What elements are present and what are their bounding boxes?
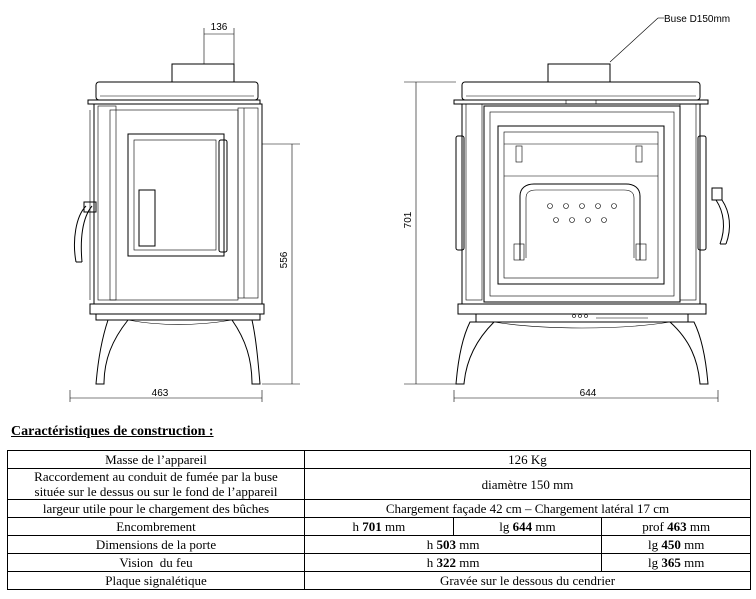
door-h-value: 503 — [436, 537, 457, 552]
fire-view-lg-value: 365 — [661, 555, 681, 570]
fire-view-h-prefix: h — [426, 555, 437, 570]
footprint-lg-value: 644 — [512, 519, 533, 534]
footprint-prof-unit: mm — [686, 519, 711, 534]
front-handle — [711, 187, 723, 201]
table-row: Masse de l’appareil 126 Kg — [7, 450, 751, 469]
table-row: Vision du feu h 322 mm lg 365 mm — [7, 553, 751, 572]
front-leg-right — [668, 321, 709, 385]
flue-label: Buse D150mm — [664, 14, 730, 25]
table-row: largeur utile pour le chargement des bûc… — [7, 499, 751, 518]
specs-table: Masse de l’appareil 126 Kg Raccordement … — [7, 450, 751, 590]
footprint-height: h 701 mm — [304, 517, 454, 536]
connection-label-line2: située sur le dessus ou sur le fond de l… — [34, 484, 278, 499]
front-ash-pan — [475, 313, 689, 323]
fire-view-width: lg 365 mm — [601, 553, 751, 572]
front-door-glass — [497, 125, 665, 285]
row-label-fire-view: Vision du feu — [7, 553, 305, 572]
dim-flue-offset: 136 — [211, 22, 228, 33]
row-label-connection: Raccordement au conduit de fumée par la … — [7, 468, 305, 500]
row-label-footprint: Encombrement — [7, 517, 305, 536]
front-view — [453, 63, 730, 385]
fire-view-h-value: 322 — [436, 555, 457, 570]
footprint-prof-prefix: prof — [642, 519, 668, 534]
side-leg-back — [231, 319, 261, 385]
row-value-plate: Gravée sur le dessous du cendrier — [304, 571, 751, 590]
footprint-prof-value: 463 — [667, 519, 687, 534]
table-row: Plaque signalétique Gravée sur le dessou… — [7, 571, 751, 590]
door-lg-unit: mm — [680, 537, 705, 552]
table-row: Encombrement h 701 mm lg 644 mm prof 463… — [7, 517, 751, 536]
row-label-door: Dimensions de la porte — [7, 535, 305, 554]
front-leg-left — [455, 321, 496, 385]
row-value-log-length: Chargement façade 42 cm – Chargement lat… — [304, 499, 751, 518]
stove-technical-drawing: 136 556 463 — [69, 14, 730, 402]
footprint-lg-prefix: lg — [499, 519, 513, 534]
footprint-h-unit: mm — [381, 519, 406, 534]
fire-view-height: h 322 mm — [303, 553, 603, 572]
row-label-log-length: largeur utile pour le chargement des bûc… — [7, 499, 305, 518]
front-door — [483, 105, 681, 303]
section-title: Caractéristiques de construction : — [11, 424, 214, 439]
side-top-plate — [95, 81, 259, 101]
dim-width: 644 — [580, 388, 597, 399]
row-value-connection: diamètre 150 mm — [304, 468, 751, 500]
footprint-width: lg 644 mm — [452, 517, 603, 536]
row-label-mass: Masse de l’appareil — [7, 450, 305, 469]
front-top-plate — [461, 81, 701, 101]
door-h-prefix: h — [426, 537, 437, 552]
table-row: Raccordement au conduit de fumée par la … — [7, 468, 751, 500]
door-h-unit: mm — [456, 537, 480, 552]
front-grate — [519, 183, 641, 260]
side-door — [127, 133, 225, 257]
fire-view-h-unit: mm — [456, 555, 480, 570]
door-height: h 503 mm — [303, 535, 603, 554]
side-dimensions: 136 556 463 — [69, 22, 300, 402]
row-value-mass: 126 Kg — [304, 450, 751, 469]
dim-depth: 463 — [152, 388, 169, 399]
footprint-depth: prof 463 mm — [601, 517, 751, 536]
side-view — [73, 63, 265, 385]
front-dimensions: Buse D150mm 701 644 — [403, 14, 730, 402]
dim-height: 701 — [403, 211, 414, 228]
footprint-h-value: 701 — [362, 519, 382, 534]
fire-view-lg-prefix: lg — [647, 555, 662, 570]
door-lg-value: 450 — [661, 537, 681, 552]
fire-view-lg-unit: mm — [680, 555, 705, 570]
side-handle — [73, 205, 87, 263]
side-leg-front — [95, 319, 130, 385]
footprint-h-prefix: h — [352, 519, 363, 534]
side-flue-outlet — [171, 63, 235, 83]
door-lg-prefix: lg — [647, 537, 662, 552]
dim-door-height: 556 — [279, 251, 290, 268]
front-flue-outlet — [547, 63, 611, 83]
footprint-lg-unit: mm — [532, 519, 556, 534]
table-row: Dimensions de la porte h 503 mm lg 450 m… — [7, 535, 751, 554]
door-width: lg 450 mm — [601, 535, 751, 554]
row-label-plate: Plaque signalétique — [7, 571, 305, 590]
connection-label-line1: Raccordement au conduit de fumée par la … — [34, 469, 278, 484]
